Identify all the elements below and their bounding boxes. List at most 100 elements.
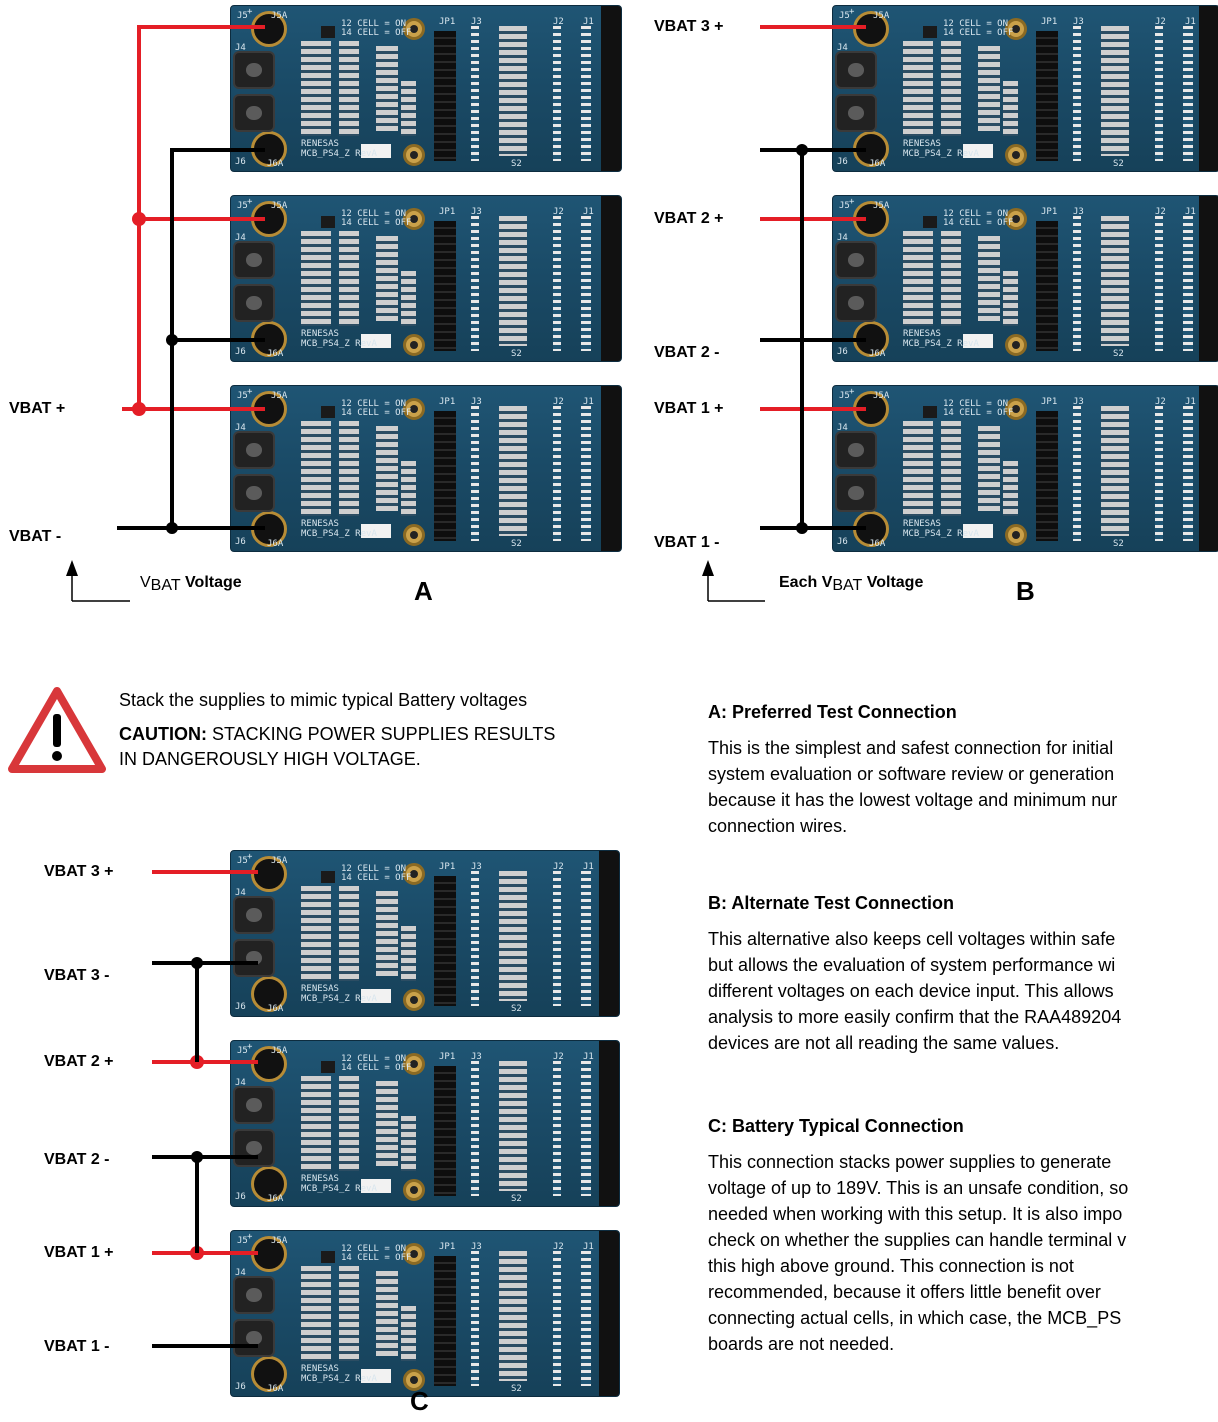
pcb-silkscreen-cell-line2: 14 CELL = OFF (341, 28, 412, 38)
diagram-b-wiring (702, 25, 866, 602)
pcb-silkscreen-s2: S2 (511, 539, 522, 549)
pcb-silkscreen-s2: S2 (1113, 539, 1124, 549)
voltage-arrow-b (707, 568, 765, 602)
letter-c: C (410, 1386, 429, 1416)
section-c-line8: boards are not needed. (708, 1334, 895, 1354)
label-a-vbat-minus: VBAT - (9, 528, 62, 545)
pcb-silkscreen-j6a: J6A (267, 1194, 284, 1204)
pcb-silkscreen-cell-line2: 14 CELL = OFF (341, 1253, 412, 1263)
junction-a-pos-2 (132, 212, 146, 226)
pcb-silkscreen-s2: S2 (511, 159, 522, 169)
section-b-line2: but allows the evaluation of system perf… (708, 955, 1116, 975)
label-c-vbat1-minus: VBAT 1 - (44, 1338, 110, 1355)
pcb-silkscreen-brand: RENESAS (903, 519, 941, 529)
pcb-silkscreen-model: MCB_PS4_Z RevA (903, 529, 979, 539)
pcb-silkscreen-plus: + (849, 197, 855, 207)
pcb-silkscreen-brand: RENESAS (903, 329, 941, 339)
pcb-silkscreen-jp1: JP1 (1041, 17, 1058, 27)
pcb-silkscreen-j5: J5 (237, 1046, 248, 1056)
pcb-silkscreen-j3: J3 (471, 862, 482, 872)
section-b-line1: This alternative also keeps cell voltage… (708, 929, 1116, 949)
section-c-title: C: Battery Typical Connection (708, 1116, 964, 1136)
pcb-silkscreen-j3: J3 (471, 397, 482, 407)
pcb-silkscreen-j2: J2 (553, 397, 564, 407)
junction-a-neg-2 (166, 334, 178, 346)
pcb-silkscreen-plus: + (247, 197, 253, 207)
pcb-silkscreen-j6a: J6A (267, 349, 284, 359)
pcb-silkscreen-jp1: JP1 (1041, 207, 1058, 217)
pcb-silkscreen-cell-line2: 14 CELL = OFF (341, 408, 412, 418)
pcb-silkscreen-j1: J1 (1185, 17, 1196, 27)
pcb-silkscreen-j4: J4 (837, 233, 848, 243)
letter-b: B (1016, 576, 1035, 606)
pcb-silkscreen-j6: J6 (235, 1002, 246, 1012)
caption-b-sub: BAT (832, 577, 863, 594)
section-b-line5: devices are not all reading the same val… (708, 1033, 1060, 1053)
label-c-vbat1-plus: VBAT 1 + (44, 1244, 114, 1261)
pcb-silkscreen-j1: J1 (1185, 207, 1196, 217)
label-b-vbat2-minus: VBAT 2 - (654, 344, 720, 361)
caption-a-suffix: Voltage (180, 574, 242, 591)
description-panel: A: Preferred Test Connection This is the… (708, 700, 1218, 1400)
wire-b-positive (760, 25, 866, 411)
pcb-silkscreen-j6: J6 (837, 537, 848, 547)
pcb-silkscreen-jp1: JP1 (439, 17, 456, 27)
section-c-line1: This connection stacks power supplies to… (708, 1152, 1112, 1172)
pcb-silkscreen-s2: S2 (511, 1004, 522, 1014)
pcb-silkscreen-cell-line1: 12 CELL = ON (341, 209, 407, 219)
pcb-silkscreen-cell-line2: 14 CELL = OFF (341, 1063, 412, 1073)
pcb-silkscreen-j3: J3 (471, 1052, 482, 1062)
section-c-line5: this high above ground. This connection … (708, 1256, 1074, 1276)
pcb-silkscreen-cell-line1: 12 CELL = ON (943, 19, 1009, 29)
diagram-c-wiring (152, 870, 258, 1348)
pcb-silkscreen-j2: J2 (1155, 207, 1166, 217)
pcb-silkscreen-j4: J4 (235, 888, 246, 898)
pcb-silkscreen-j4: J4 (837, 423, 848, 433)
pcb-silkscreen-s2: S2 (1113, 159, 1124, 169)
pcb-silkscreen-j3: J3 (471, 207, 482, 217)
pcb-silkscreen-brand: RENESAS (301, 984, 339, 994)
junction-c-neg-3 (191, 957, 203, 969)
caution-line1: Stack the supplies to mimic typical Batt… (119, 690, 528, 710)
pcb-silkscreen-s2: S2 (511, 349, 522, 359)
pcb-silkscreen-plus: + (247, 1042, 253, 1052)
section-a-line1: This is the simplest and safest connecti… (708, 738, 1114, 758)
pcb-silkscreen-model: MCB_PS4_Z RevA (301, 339, 377, 349)
pcb-silkscreen-j6a: J6A (267, 1004, 284, 1014)
caution-line2: CAUTION: STACKING POWER SUPPLIES RESULTS (119, 722, 555, 746)
label-b-vbat1-minus: VBAT 1 - (654, 534, 720, 551)
label-c-vbat3-plus: VBAT 3 + (44, 863, 114, 880)
section-a-title: A: Preferred Test Connection (708, 702, 957, 722)
pcb-silkscreen-j4: J4 (235, 423, 246, 433)
section-c-line4: check on whether the supplies can handle… (708, 1230, 1127, 1250)
pcb-silkscreen-plus: + (247, 852, 253, 862)
section-a-line4: connection wires. (708, 816, 848, 836)
pcb-silkscreen-jp1: JP1 (1041, 397, 1058, 407)
warning-triangle-icon (8, 687, 106, 773)
junction-a-neg-1 (166, 522, 178, 534)
pcb-silkscreen-j6a: J6A (267, 159, 284, 169)
voltage-arrow-a (71, 568, 130, 602)
pcb-silkscreen-j2: J2 (553, 17, 564, 27)
pcb-silkscreen-j6a: J6A (267, 1384, 284, 1394)
pcb-silkscreen-brand: RENESAS (301, 329, 339, 339)
pcb-silkscreen-brand: RENESAS (301, 519, 339, 529)
pcb-silkscreen-j5a: J5A (271, 11, 288, 21)
label-c-vbat3-minus: VBAT 3 - (44, 967, 110, 984)
pcb-silkscreen-j5a: J5A (271, 1046, 288, 1056)
pcb-silkscreen-j5: J5 (237, 201, 248, 211)
pcb-silkscreen-model: MCB_PS4_Z RevA (301, 1374, 377, 1384)
pcb-silkscreen-model: MCB_PS4_Z RevA (903, 149, 979, 159)
caption-b: Each VBAT Voltage (779, 574, 923, 595)
caution-bold: CAUTION: (119, 724, 207, 744)
pcb-silkscreen-s2: S2 (511, 1194, 522, 1204)
caption-b-prefix: Each V (779, 574, 833, 591)
junction-b-1 (796, 144, 808, 156)
pcb-silkscreen-j5: J5 (839, 391, 850, 401)
pcb-silkscreen-j2: J2 (553, 862, 564, 872)
